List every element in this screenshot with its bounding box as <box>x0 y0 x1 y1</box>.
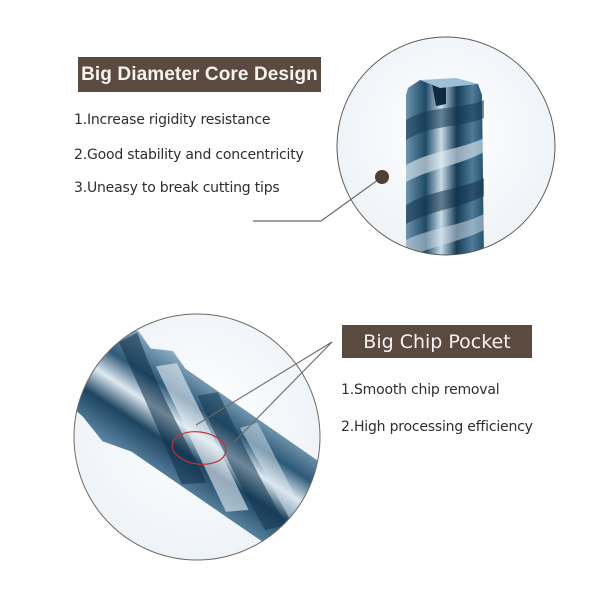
end-mill-diagonal-image <box>61 313 342 561</box>
feature-item: 1.Increase rigidity resistance <box>74 112 271 128</box>
leader-line-2b <box>233 341 333 443</box>
feature-item: 2.High processing efficiency <box>341 419 533 435</box>
marker-dot <box>375 170 389 184</box>
leader-line-1 <box>253 176 383 222</box>
section-title-big-chip-pocket: Big Chip Pocket <box>342 325 532 358</box>
feature-item: 3.Uneasy to break cutting tips <box>74 180 280 196</box>
end-mill-vertical-image <box>336 36 556 256</box>
feature-item: 1.Smooth chip removal <box>341 382 500 398</box>
feature-item: 2.Good stability and concentricity <box>74 147 304 163</box>
section-title-big-diameter-core: Big Diameter Core Design <box>78 57 321 92</box>
highlight-ellipse <box>171 431 227 465</box>
leader-line-2a <box>195 341 333 426</box>
